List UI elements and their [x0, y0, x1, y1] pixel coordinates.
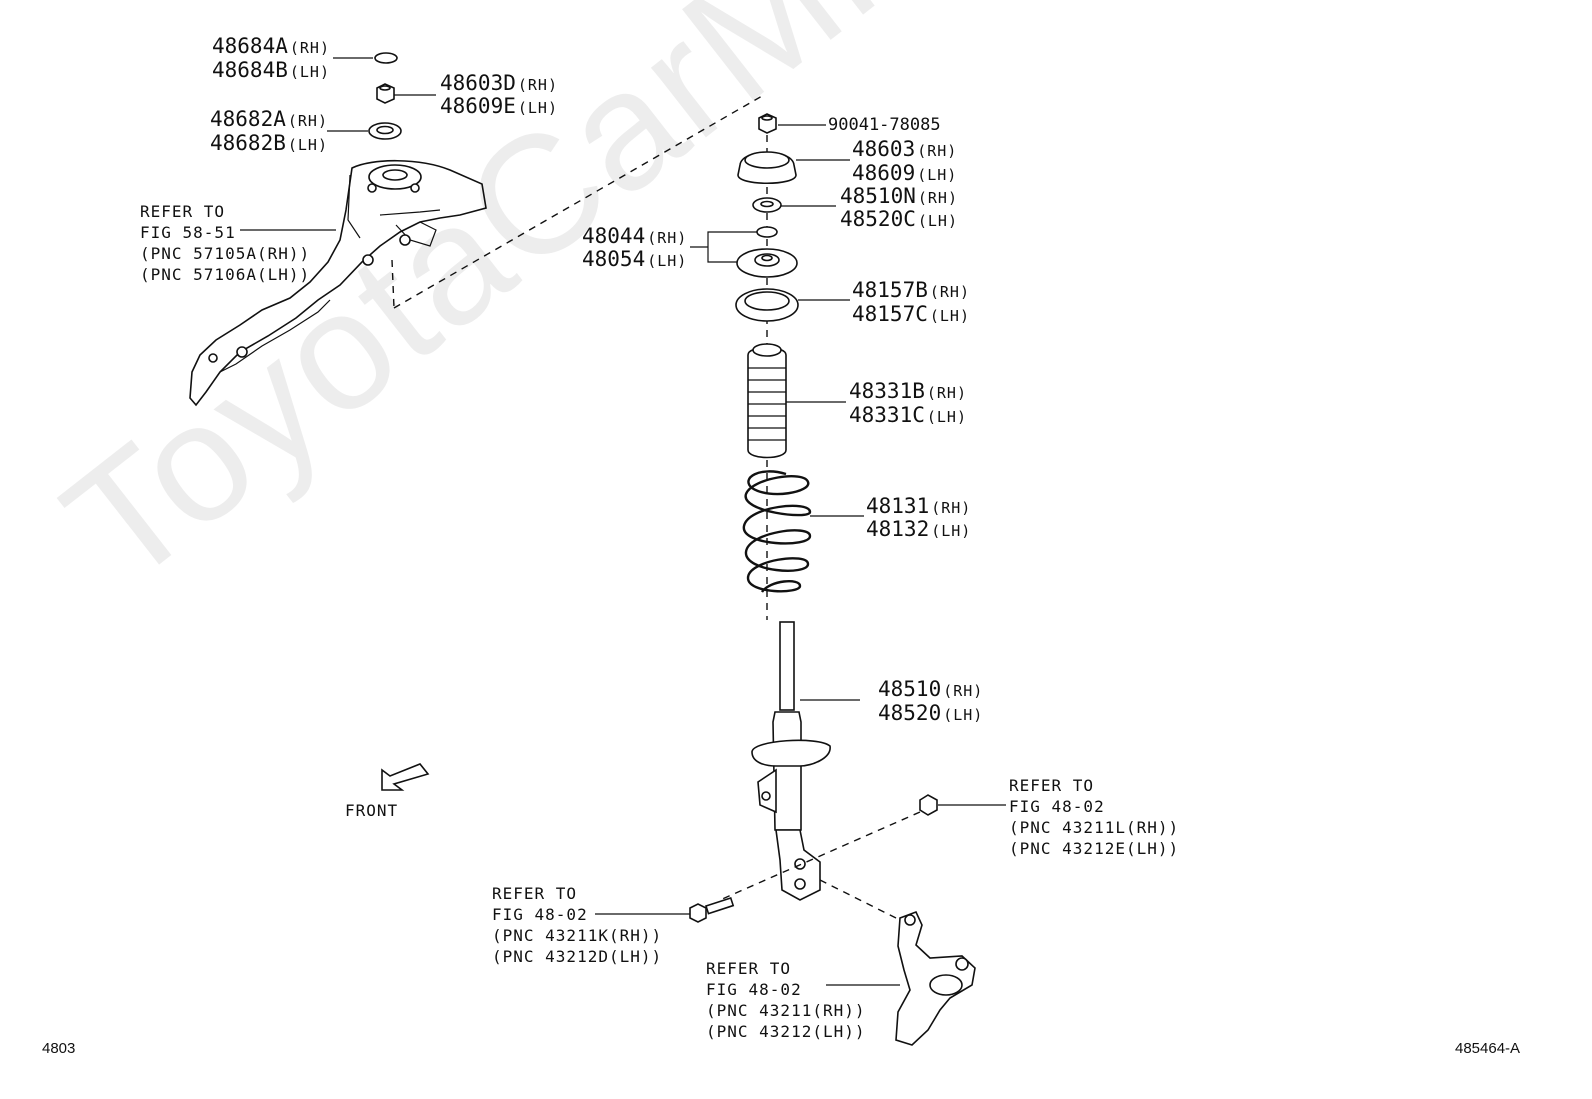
coil-spring-part-48131	[742, 470, 812, 593]
callout-48603d: 48603D(RH) 48609E(LH)	[440, 71, 558, 118]
dust-boot-part-48331b	[747, 343, 787, 459]
callout-48044: 48044(RH) 48054(LH)	[582, 224, 688, 271]
bearing-part-48682a	[368, 122, 402, 140]
shock-absorber-part-48510	[751, 621, 831, 901]
steering-knuckle-part-43211	[895, 910, 976, 1046]
nut-part-43211l	[919, 794, 938, 816]
callout-48131: 48131(RH) 48132(LH)	[866, 494, 972, 541]
callout-48682a: 48682A(RH) 48682B(LH)	[210, 107, 328, 155]
callout-48157b: 48157B(RH) 48157C(LH)	[852, 278, 970, 326]
cap-part	[374, 52, 398, 64]
callout-48603: 48603(RH) 48609(LH)	[852, 137, 958, 185]
reference-pnc-43211k: REFER TO FIG 48-02 (PNC 43211K(RH)) (PNC…	[492, 884, 663, 966]
nut-part-90041	[758, 113, 777, 134]
figure-code: 4803	[42, 1040, 76, 1057]
callout-48510: 48510(RH) 48520(LH)	[878, 677, 984, 725]
callout-48510n: 48510N(RH) 48520C(LH)	[840, 184, 958, 231]
front-label: FRONT	[345, 801, 399, 820]
illustration-id: 485464-A	[1455, 1040, 1521, 1057]
mount-cap-part-48603	[737, 151, 797, 184]
callout-48684a: 48684A(RH) 48684B(LH)	[212, 34, 330, 82]
bolt-part-43211k	[689, 896, 735, 923]
washer-part-48510n	[752, 197, 782, 213]
front-arrow-icon	[381, 763, 430, 791]
bearing-part-48157b	[735, 288, 799, 322]
callout-90041-78085: 90041-78085	[828, 115, 941, 135]
reference-fig-58-51: REFER TO FIG 58-51 (PNC 57105A(RH)) (PNC…	[140, 202, 311, 284]
spacer-part-48044	[756, 226, 778, 238]
upper-seat-part-48044	[736, 248, 798, 278]
strut-tower-apron-part	[189, 159, 487, 407]
nut-part-48603d	[376, 83, 395, 104]
callout-48331b: 48331B(RH) 48331C(LH)	[849, 379, 967, 427]
reference-pnc-43211l: REFER TO FIG 48-02 (PNC 43211L(RH)) (PNC…	[1009, 776, 1180, 858]
reference-pnc-43211: REFER TO FIG 48-02 (PNC 43211(RH)) (PNC …	[706, 959, 866, 1041]
